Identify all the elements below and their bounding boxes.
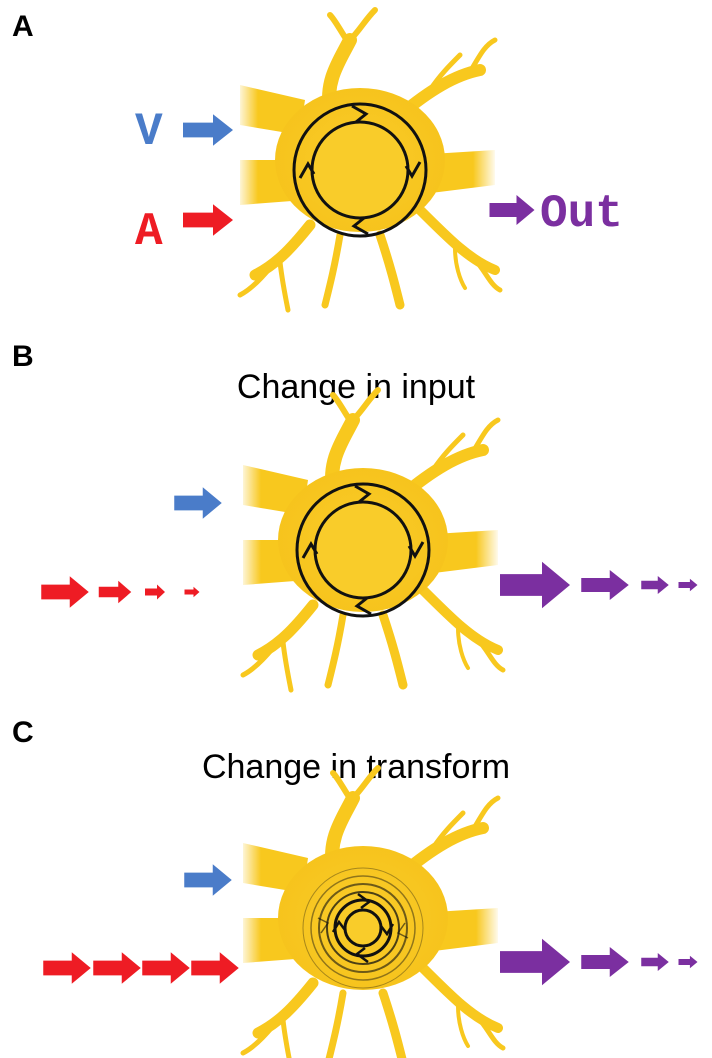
auditory-label: A (135, 206, 163, 258)
output-arrows-b (500, 561, 698, 609)
transform-ring-c (302, 867, 424, 989)
neuron-b (239, 390, 503, 690)
panel-a: V A Out (135, 10, 623, 310)
neuron-c (239, 768, 503, 1058)
auditory-input-arrows-b (41, 576, 200, 608)
transform-ring-a (292, 102, 428, 238)
visual-input-arrow-b (174, 487, 222, 519)
panel-letter-b: B (12, 340, 34, 373)
visual-input-arrow-c (184, 864, 232, 896)
output-arrows-c (500, 938, 698, 986)
panel-letter-a: A (12, 10, 34, 43)
transform-ring-b (295, 482, 431, 618)
panel-b (41, 390, 698, 690)
visual-label: V (135, 106, 163, 158)
output-label: Out (540, 188, 623, 240)
output-arrow-a (489, 195, 535, 225)
neuron-a (236, 10, 500, 310)
panel-c-title: Change in transform (201, 748, 511, 786)
visual-input-arrow-a (183, 114, 233, 146)
panel-c (43, 768, 698, 1058)
panel-letter-c: C (12, 716, 34, 749)
panel-b-title: Change in input (236, 368, 476, 406)
auditory-input-arrow-a (183, 204, 233, 236)
auditory-input-arrows-c (43, 952, 239, 984)
